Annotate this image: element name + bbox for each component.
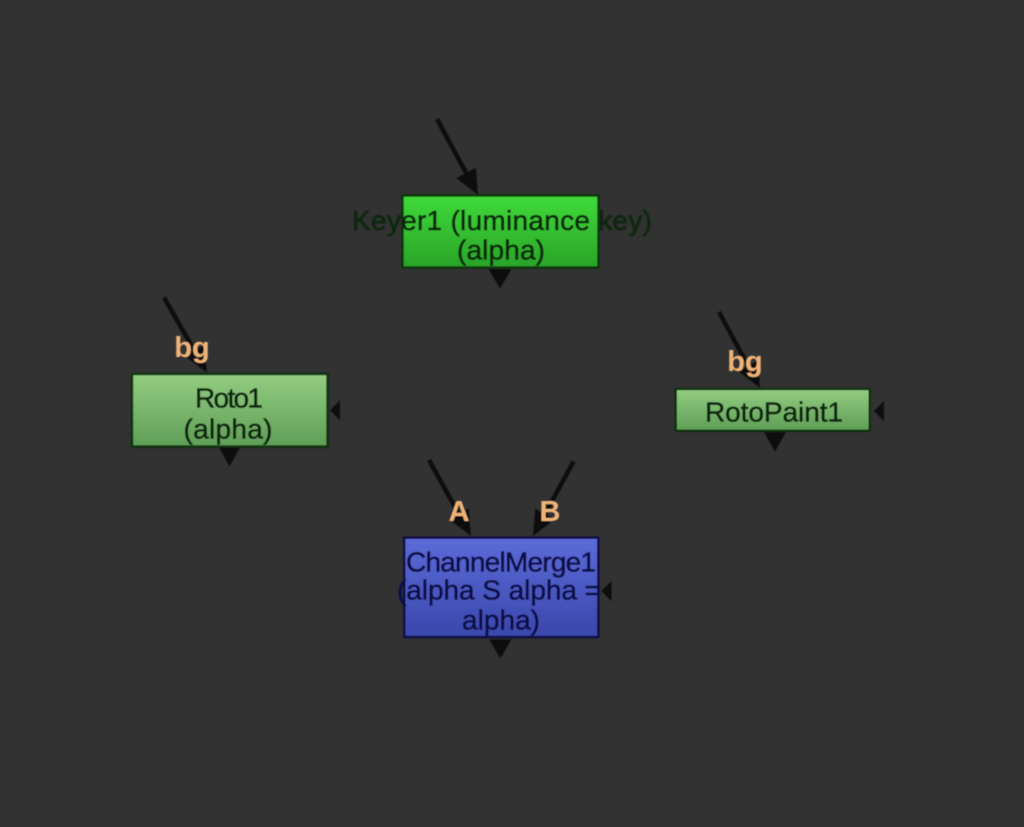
svg-text:Keyer1 (luminance key): Keyer1 (luminance key) — [352, 205, 652, 236]
svg-text:(alpha): (alpha) — [457, 235, 545, 266]
svg-text:ChannelMerge1: ChannelMerge1 — [406, 547, 596, 578]
svg-text:(alpha): (alpha) — [184, 414, 273, 445]
svg-text:A: A — [449, 496, 470, 528]
svg-text:(alpha S alpha =: (alpha S alpha = — [397, 575, 601, 606]
svg-text:RotoPaint1: RotoPaint1 — [705, 397, 843, 428]
svg-text:alpha): alpha) — [462, 605, 540, 636]
svg-text:Roto1: Roto1 — [195, 383, 263, 414]
svg-text:bg: bg — [727, 346, 762, 378]
svg-text:bg: bg — [174, 332, 209, 364]
svg-text:B: B — [540, 496, 561, 528]
